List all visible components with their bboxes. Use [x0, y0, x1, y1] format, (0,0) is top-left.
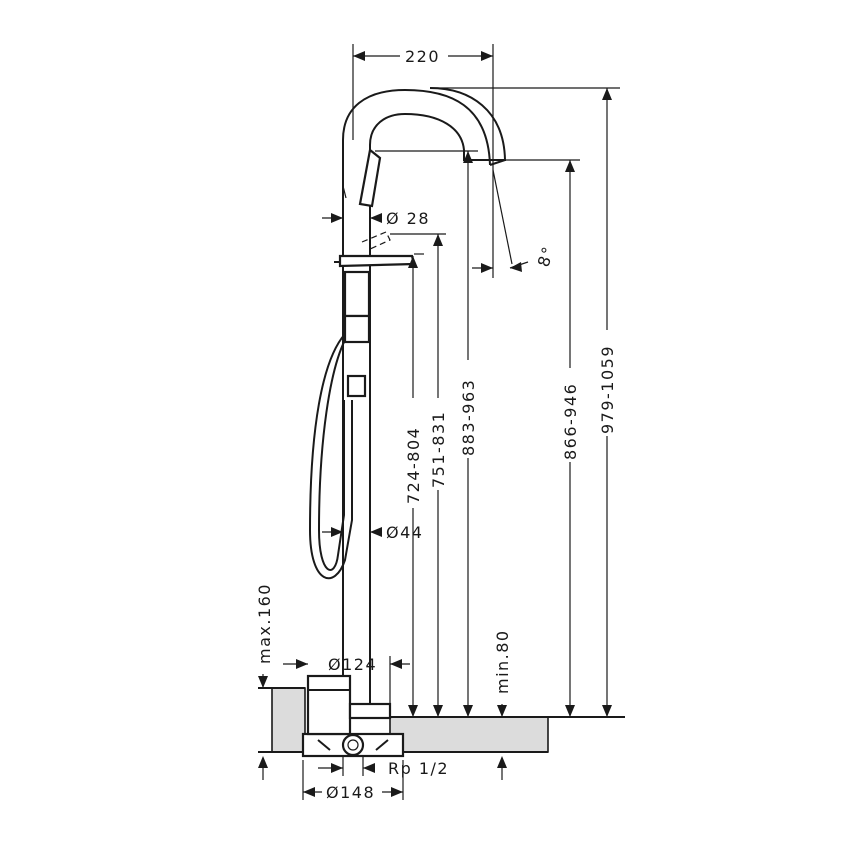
dim-spout-height: 866-946 [561, 160, 580, 717]
dim-connection-thread-label: Rp 1/2 [388, 759, 449, 778]
mixer-column [342, 262, 371, 704]
dim-spout-outlet-height: 883-963 [459, 151, 478, 717]
dim-base-diameter-label: Ø124 [328, 655, 377, 674]
dim-max-floor-depth: max.160 [255, 583, 274, 780]
dim-mount-diameter: Ø148 [302, 760, 404, 802]
dim-spout-height-label: 866-946 [561, 383, 580, 460]
mounting-unit [301, 732, 405, 758]
dim-spout-reach-label: 220 [405, 47, 440, 66]
dim-lever-height: 751-831 [429, 234, 448, 717]
dim-spout-angle-label: 8° [534, 243, 559, 269]
dim-handle-height: 724-804 [404, 256, 423, 717]
mixer-base [306, 674, 392, 736]
dim-max-floor-depth-label: max.160 [255, 583, 274, 664]
dim-body-diameter: Ø44 [322, 523, 423, 542]
dim-pipe-diameter: Ø 28 [322, 209, 430, 228]
dim-spout-outlet-height-label: 883-963 [459, 379, 478, 456]
dim-min-clearance-label: min.80 [493, 629, 512, 694]
dim-total-height-label: 979-1059 [598, 345, 617, 434]
dim-spout-angle: 8° [472, 243, 558, 273]
dim-handle-height-label: 724-804 [404, 427, 423, 504]
dim-pipe-diameter-label: Ø 28 [386, 209, 430, 228]
hand-shower [342, 147, 382, 208]
dim-connection-thread: Rp 1/2 [318, 756, 449, 778]
dim-total-height: 979-1059 [598, 88, 617, 717]
dim-spout-reach: 220 [353, 47, 493, 66]
shower-hose [308, 333, 353, 580]
mixer-lever [334, 231, 416, 268]
dim-base-diameter: Ø124 [283, 655, 410, 704]
dim-body-diameter-label: Ø44 [386, 523, 423, 542]
dim-min-clearance: min.80 [493, 629, 512, 780]
dim-lever-height-label: 751-831 [429, 411, 448, 488]
extension-lines [352, 44, 620, 278]
dim-mount-diameter-label: Ø148 [326, 783, 375, 802]
